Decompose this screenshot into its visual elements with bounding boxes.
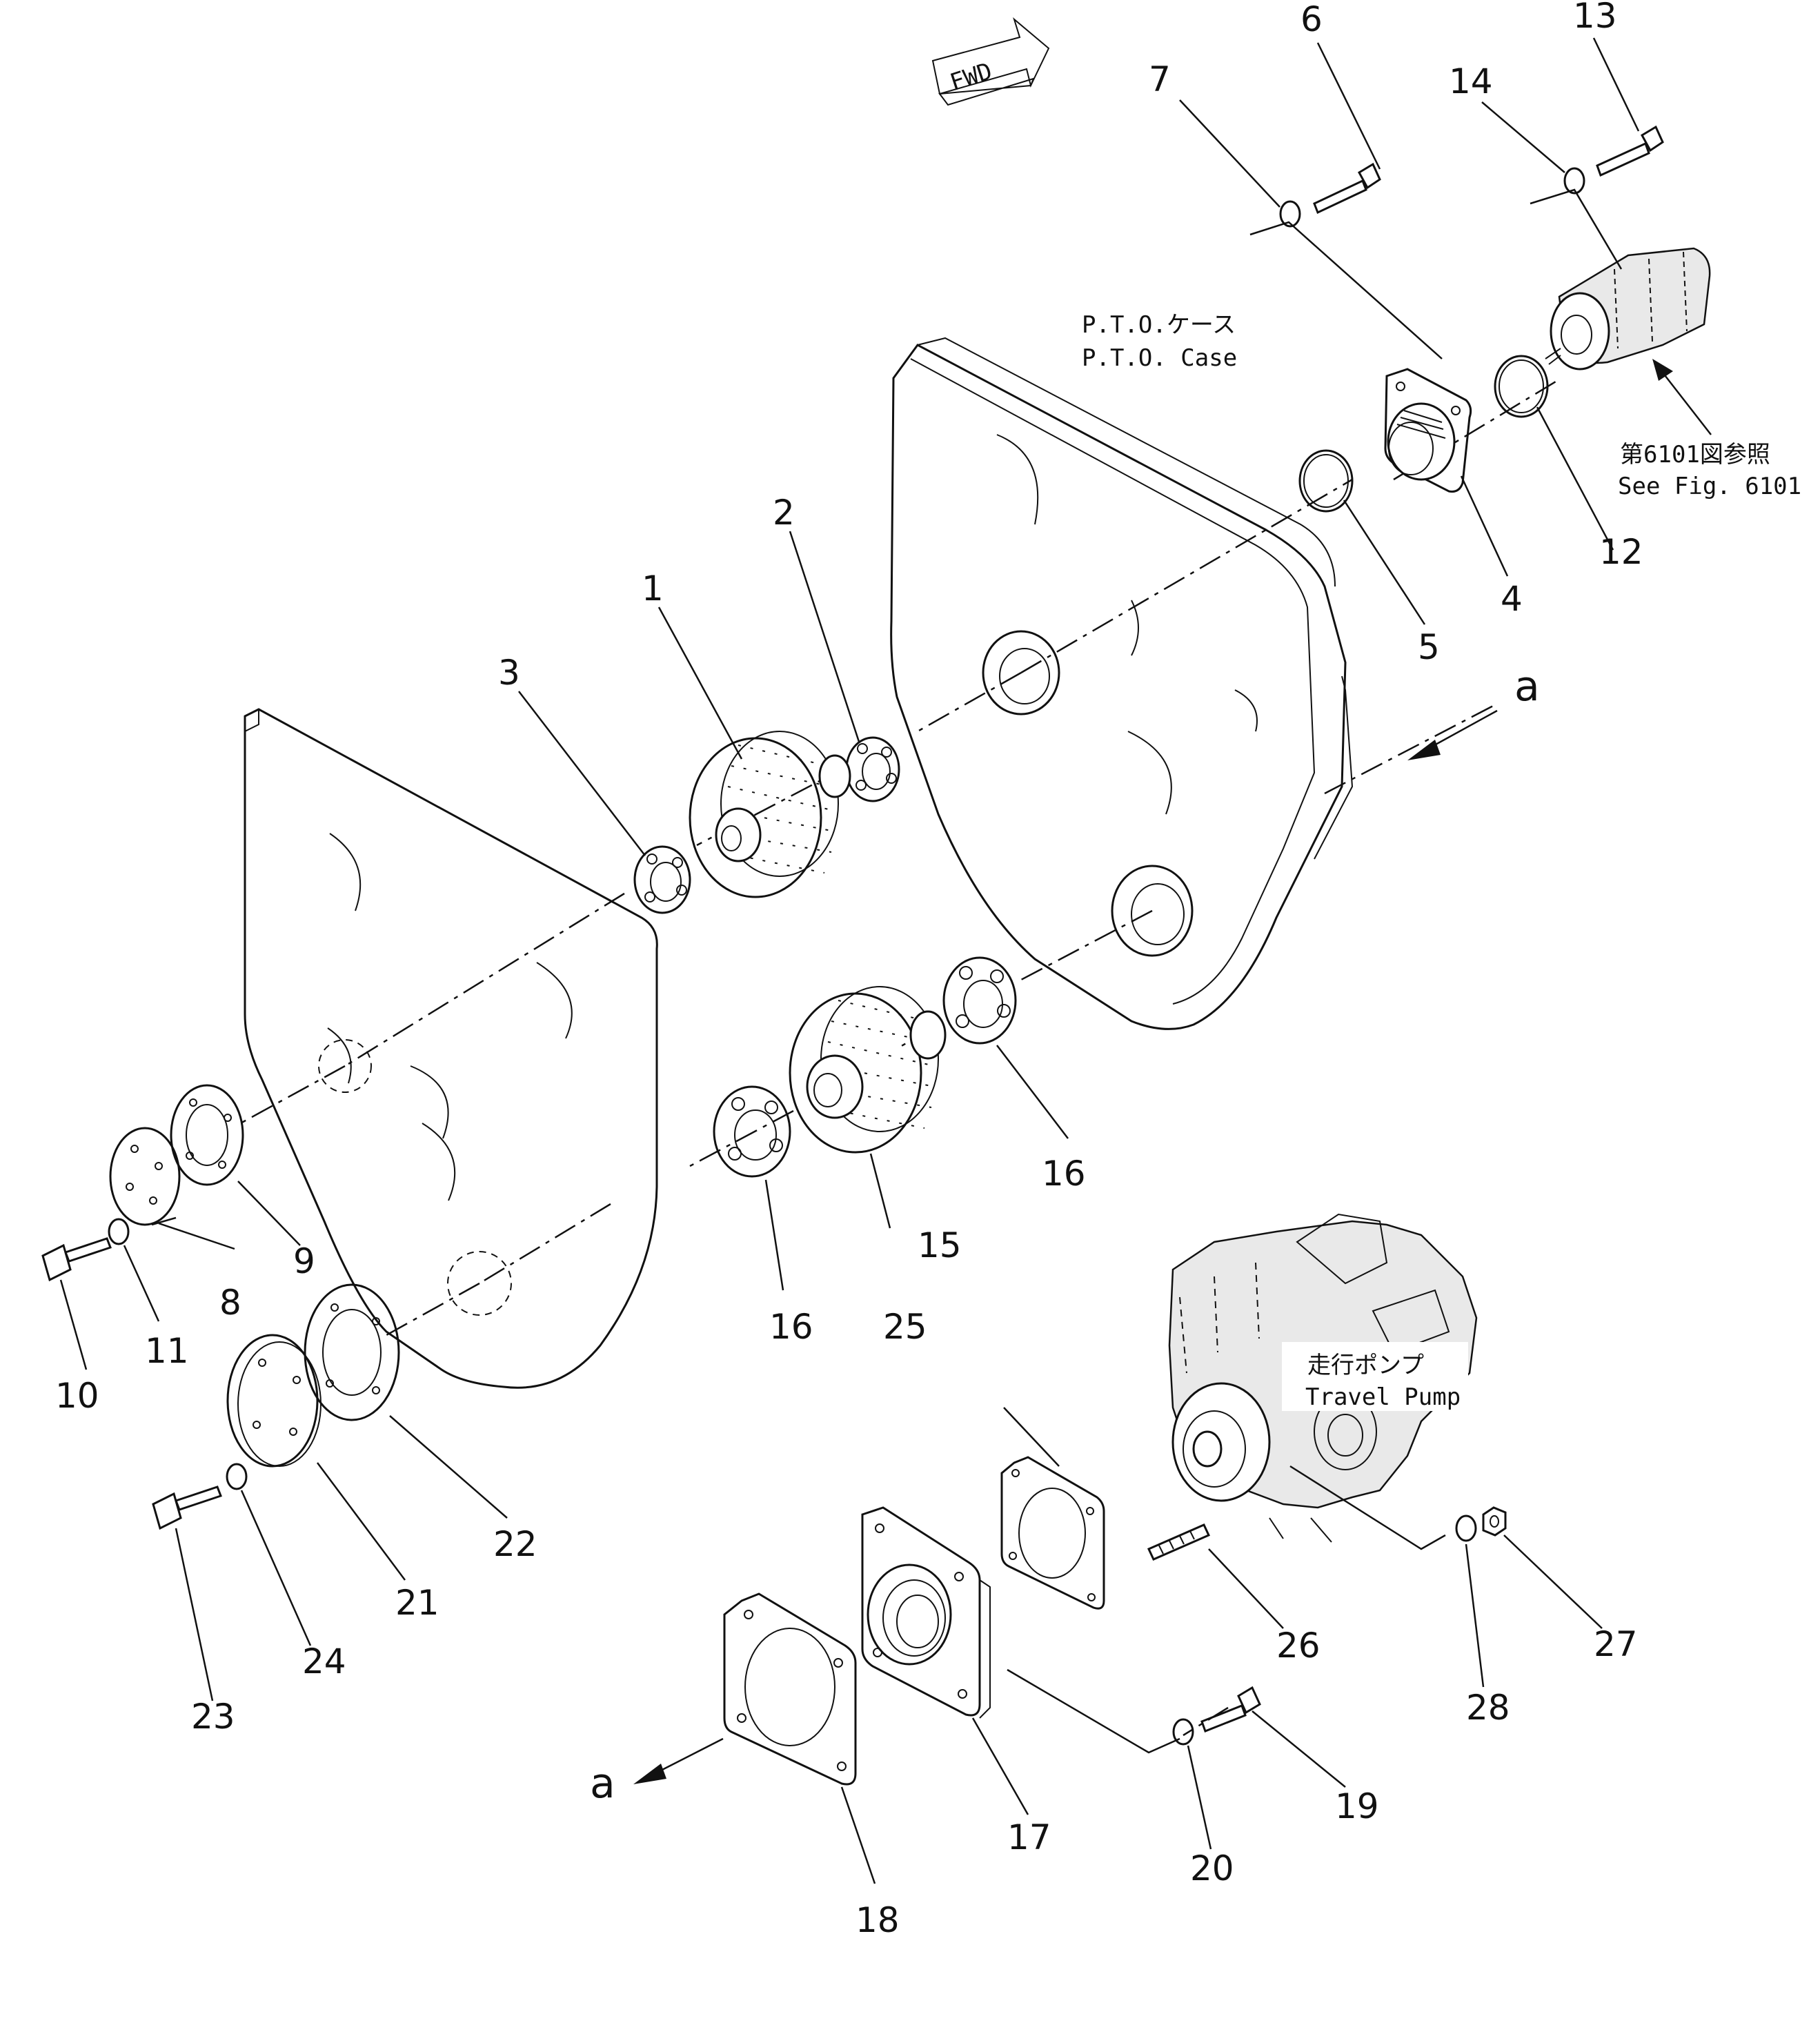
pto-case: P.T.O.ケース P.T.O. Case xyxy=(890,311,1354,1030)
travel-pump-assembly: 走行ポンプ Travel Pump xyxy=(1168,1213,1478,1543)
pto-case-label-jp: P.T.O.ケース xyxy=(1082,311,1236,339)
o-ring-5 xyxy=(1298,449,1354,513)
bolt-13 xyxy=(1596,125,1664,177)
part-number-28: 28 xyxy=(1466,1688,1510,1728)
part-number-27: 27 xyxy=(1594,1624,1638,1664)
cover-8 xyxy=(109,1127,181,1226)
travel-pump-label-en: Travel Pump xyxy=(1305,1383,1461,1411)
section-mark-lower: a xyxy=(590,1759,615,1808)
gear-pump-assembly: 第6101図参照 See Fig. 6101 xyxy=(1545,247,1801,500)
section-arrow-upper: a xyxy=(1407,662,1540,760)
part-number-12: 12 xyxy=(1599,532,1643,572)
bolt-23 xyxy=(152,1486,222,1530)
section-arrow-lower: a xyxy=(590,1737,724,1808)
gasket-9 xyxy=(170,1084,244,1186)
part-number-17: 17 xyxy=(1007,1817,1051,1857)
part-number-6: 6 xyxy=(1300,0,1323,39)
washer-11 xyxy=(108,1218,130,1245)
bolt-19-install-line xyxy=(1007,1668,1180,1754)
part-number-21: 21 xyxy=(395,1583,439,1623)
section-mark-upper: a xyxy=(1514,662,1540,711)
washer-7 xyxy=(1279,200,1301,228)
gear-1 xyxy=(689,731,851,898)
bolt-10 xyxy=(41,1237,112,1282)
part-number-25: 25 xyxy=(883,1307,927,1347)
bolt-19 xyxy=(1200,1686,1261,1733)
pto-case-label-en: P.T.O. Case xyxy=(1082,344,1237,372)
part-number-20: 20 xyxy=(1190,1848,1234,1888)
gear-15 xyxy=(789,986,947,1154)
fwd-arrow-icon: FWD xyxy=(931,17,1050,106)
part-number-19: 19 xyxy=(1335,1786,1379,1826)
part-number-4: 4 xyxy=(1501,579,1523,619)
bolt-6 xyxy=(1313,162,1381,215)
travel-pump-label-jp: 走行ポンプ xyxy=(1307,1352,1424,1379)
nut-27 xyxy=(1482,1506,1507,1537)
gasket-18 xyxy=(723,1592,857,1786)
rear-cover-plate xyxy=(244,708,658,1389)
part-number-15: 15 xyxy=(918,1225,962,1265)
part-number-5: 5 xyxy=(1418,627,1440,667)
part-number-1: 1 xyxy=(642,569,664,609)
adapter-17 xyxy=(861,1506,991,1719)
o-ring-12 xyxy=(1494,355,1549,418)
part-number-8: 8 xyxy=(219,1283,241,1323)
washer-28 xyxy=(1455,1514,1477,1542)
part-number-23: 23 xyxy=(191,1697,235,1737)
gasket-25 xyxy=(1000,1456,1105,1610)
see-fig-label-jp: 第6101図参照 xyxy=(1620,441,1770,468)
part-number-2: 2 xyxy=(773,493,795,533)
part-number-3: 3 xyxy=(498,653,520,693)
part-number-14: 14 xyxy=(1449,61,1493,101)
stud-26 xyxy=(1147,1523,1211,1561)
part-number-11: 11 xyxy=(145,1331,189,1371)
part-number-22: 22 xyxy=(493,1524,537,1564)
center-lines xyxy=(237,378,1560,1737)
flange-4 xyxy=(1384,368,1472,493)
part-number-16-lower: 16 xyxy=(769,1307,813,1347)
bearing-16-lower xyxy=(713,1085,791,1178)
bolt-13-install-line xyxy=(1530,188,1623,270)
part-number-13: 13 xyxy=(1573,0,1617,36)
bearing-3 xyxy=(633,845,691,914)
washer-14 xyxy=(1563,167,1585,195)
cover-21 xyxy=(226,1334,322,1468)
part-number-labels: 1 2 3 4 5 6 7 8 9 10 11 12 13 14 15 16 1… xyxy=(55,0,1643,1940)
part-number-18: 18 xyxy=(855,1900,900,1940)
gasket-22 xyxy=(304,1283,400,1421)
part-number-10: 10 xyxy=(55,1376,99,1416)
see-fig-label-en: See Fig. 6101 xyxy=(1618,473,1801,500)
part-number-16-upper: 16 xyxy=(1042,1154,1086,1194)
see-fig-pointer xyxy=(1662,372,1712,435)
washer-20 xyxy=(1172,1718,1194,1746)
bearing-2 xyxy=(845,736,900,802)
part-number-26: 26 xyxy=(1276,1626,1321,1666)
see-fig-arrowhead xyxy=(1652,359,1673,381)
part-number-7: 7 xyxy=(1149,59,1171,99)
bolt-6-install-line xyxy=(1249,221,1443,359)
part-number-9: 9 xyxy=(293,1241,315,1281)
bearing-16-upper xyxy=(942,956,1017,1045)
nut-27-install-line xyxy=(1289,1465,1446,1550)
washer-24 xyxy=(226,1463,248,1490)
part-number-24: 24 xyxy=(302,1641,346,1681)
fwd-label: FWD xyxy=(947,57,996,97)
leader-lines xyxy=(59,37,1640,1884)
